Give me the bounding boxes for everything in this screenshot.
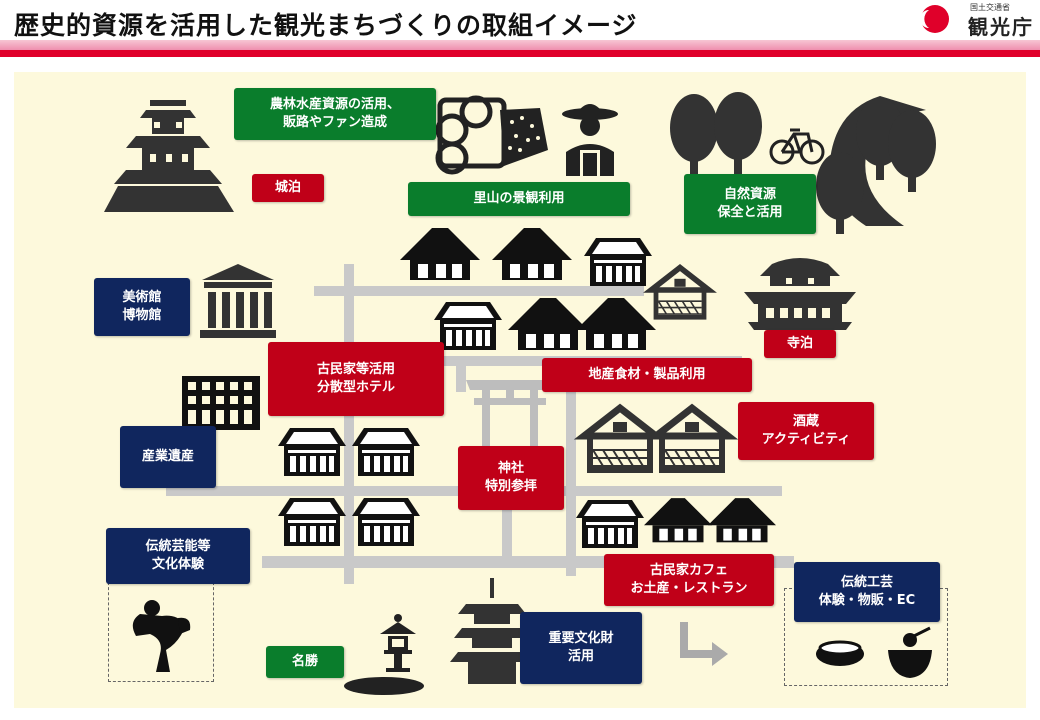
label-museum: 美術館 博物館 xyxy=(94,278,190,336)
header-band-red xyxy=(0,50,1040,57)
label-agri-resources: 農林水産資源の活用、 販路やファン造成 xyxy=(234,88,436,140)
factory-building-icon xyxy=(182,376,260,430)
label-scenic-spot: 名勝 xyxy=(266,646,344,678)
pagoda-icon xyxy=(450,578,534,684)
header-band-pink xyxy=(0,40,1040,50)
arrow-icon xyxy=(680,622,728,666)
museum-building-icon xyxy=(200,264,276,338)
stone-lantern-icon xyxy=(344,614,424,695)
lacquer-bowl-icon xyxy=(816,640,864,666)
label-traditional-crafts: 伝統工芸 体験・物販・EC xyxy=(794,562,940,622)
label-satoyama-landscape: 里山の景観利用 xyxy=(408,182,630,216)
label-traditional-arts: 伝統芸能等 文化体験 xyxy=(106,528,250,584)
castle-icon xyxy=(104,100,234,212)
page-title: 歴史的資源を活用した観光まちづくりの取組イメージ xyxy=(14,11,638,40)
agency-logo: 国土交通省 観光庁 xyxy=(920,2,1036,39)
label-local-food: 地産食材・製品利用 xyxy=(542,358,752,392)
label-kominka-hotel: 古民家等活用 分散型ホテル xyxy=(268,342,444,416)
forest-icon xyxy=(670,92,762,176)
road-icon xyxy=(816,96,936,234)
label-castle-stay: 城泊 xyxy=(252,174,324,202)
label-temple-stay: 寺泊 xyxy=(764,330,836,358)
label-industrial-heritage: 産業遺産 xyxy=(120,426,216,488)
label-kominka-cafe: 古民家カフェ お土産・レストラン xyxy=(604,554,774,606)
label-sakagura: 酒蔵 アクティビティ xyxy=(738,402,874,460)
agency-logo-ministry: 国土交通省 xyxy=(970,3,1010,12)
label-natural-resources: 自然資源 保全と活用 xyxy=(684,174,816,234)
rice-bundle-icon xyxy=(435,95,548,175)
label-shrine: 神社 特別参拝 xyxy=(458,446,564,510)
agency-logo-name: 観光庁 xyxy=(968,15,1034,39)
torii-gate-icon xyxy=(466,380,554,446)
noh-performer-icon xyxy=(132,600,191,672)
farmer-icon xyxy=(562,104,618,176)
traditional-arts-frame xyxy=(108,582,214,682)
label-cultural-property: 重要文化財 活用 xyxy=(520,612,642,684)
temple-icon xyxy=(744,258,856,330)
tea-bowl-icon xyxy=(888,626,932,678)
bicycle-icon xyxy=(769,128,825,165)
agency-logo-mark-icon xyxy=(920,5,949,33)
